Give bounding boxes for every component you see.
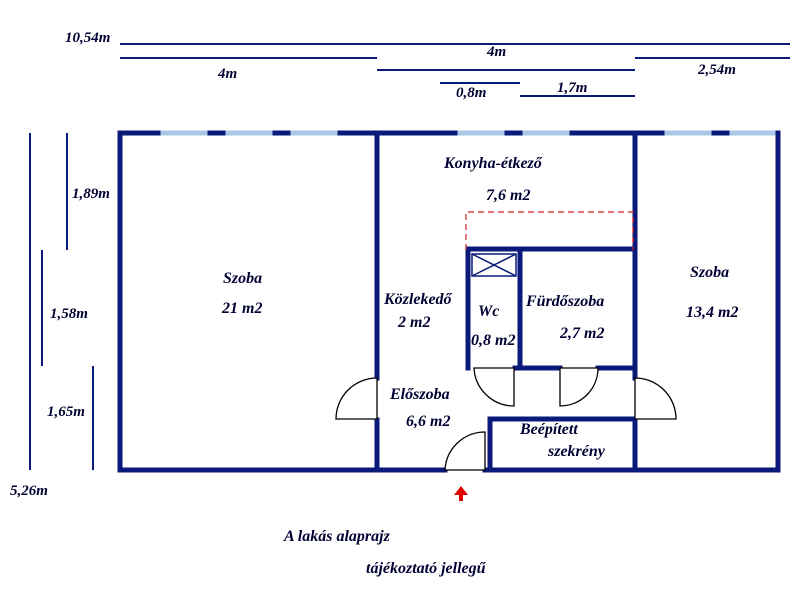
room-name-hall: Előszoba <box>389 386 450 403</box>
dim-right-room-width: 2,54m <box>697 62 736 78</box>
door-right-room <box>634 377 677 420</box>
room-name-wc: Wc <box>478 303 499 320</box>
room-name-bathroom: Fürdőszoba <box>525 293 604 310</box>
dim-middle-width: 4m <box>486 44 506 60</box>
dim-height-middle: 1,58m <box>50 306 88 322</box>
dim-total-width: 10,54m <box>65 30 110 46</box>
dim-height-top: 1,89m <box>72 186 110 202</box>
footer-note-line2: tájékoztató jellegű <box>366 560 487 577</box>
up-arrow-icon <box>454 486 468 501</box>
door-wc <box>473 367 515 407</box>
dim-left-room-width: 4m <box>217 66 237 82</box>
room-area-bathroom: 2,7 m2 <box>559 325 604 342</box>
wardrobe-label-line2: szekrény <box>547 443 606 460</box>
room-area-wc: 0,8 m2 <box>471 332 515 349</box>
dimension-lines-top <box>120 43 790 97</box>
door-bathroom <box>559 367 599 407</box>
room-name-szoba-right: Szoba <box>690 264 729 281</box>
door-left-room <box>335 377 378 420</box>
room-area-corridor: 2 m2 <box>397 314 430 331</box>
footer-note-line1: A lakás alaprajz <box>283 528 391 545</box>
dim-height-bottom: 1,65m <box>47 404 85 420</box>
kitchen-outline-dashed <box>465 211 634 250</box>
dim-bath-width: 1,7m <box>557 80 587 96</box>
room-name-kitchen: Konyha-étkező <box>443 155 543 172</box>
wardrobe-label-line1: Beépített <box>519 421 578 438</box>
room-area-hall: 6,6 m2 <box>406 413 450 430</box>
x-box-icon <box>471 253 517 277</box>
dimension-lines-left <box>29 133 94 470</box>
room-area-szoba-right: 13,4 m2 <box>686 304 738 321</box>
room-name-corridor: Közlekedő <box>383 291 453 308</box>
dim-wc-width: 0,8m <box>456 85 486 101</box>
room-area-szoba-left: 21 m2 <box>221 300 262 317</box>
door-entrance <box>444 431 486 471</box>
dim-total-height: 5,26m <box>10 483 48 499</box>
room-name-szoba-left: Szoba <box>223 270 262 287</box>
walls <box>117 130 781 473</box>
room-area-kitchen: 7,6 m2 <box>486 187 530 204</box>
door-swings <box>335 367 677 471</box>
